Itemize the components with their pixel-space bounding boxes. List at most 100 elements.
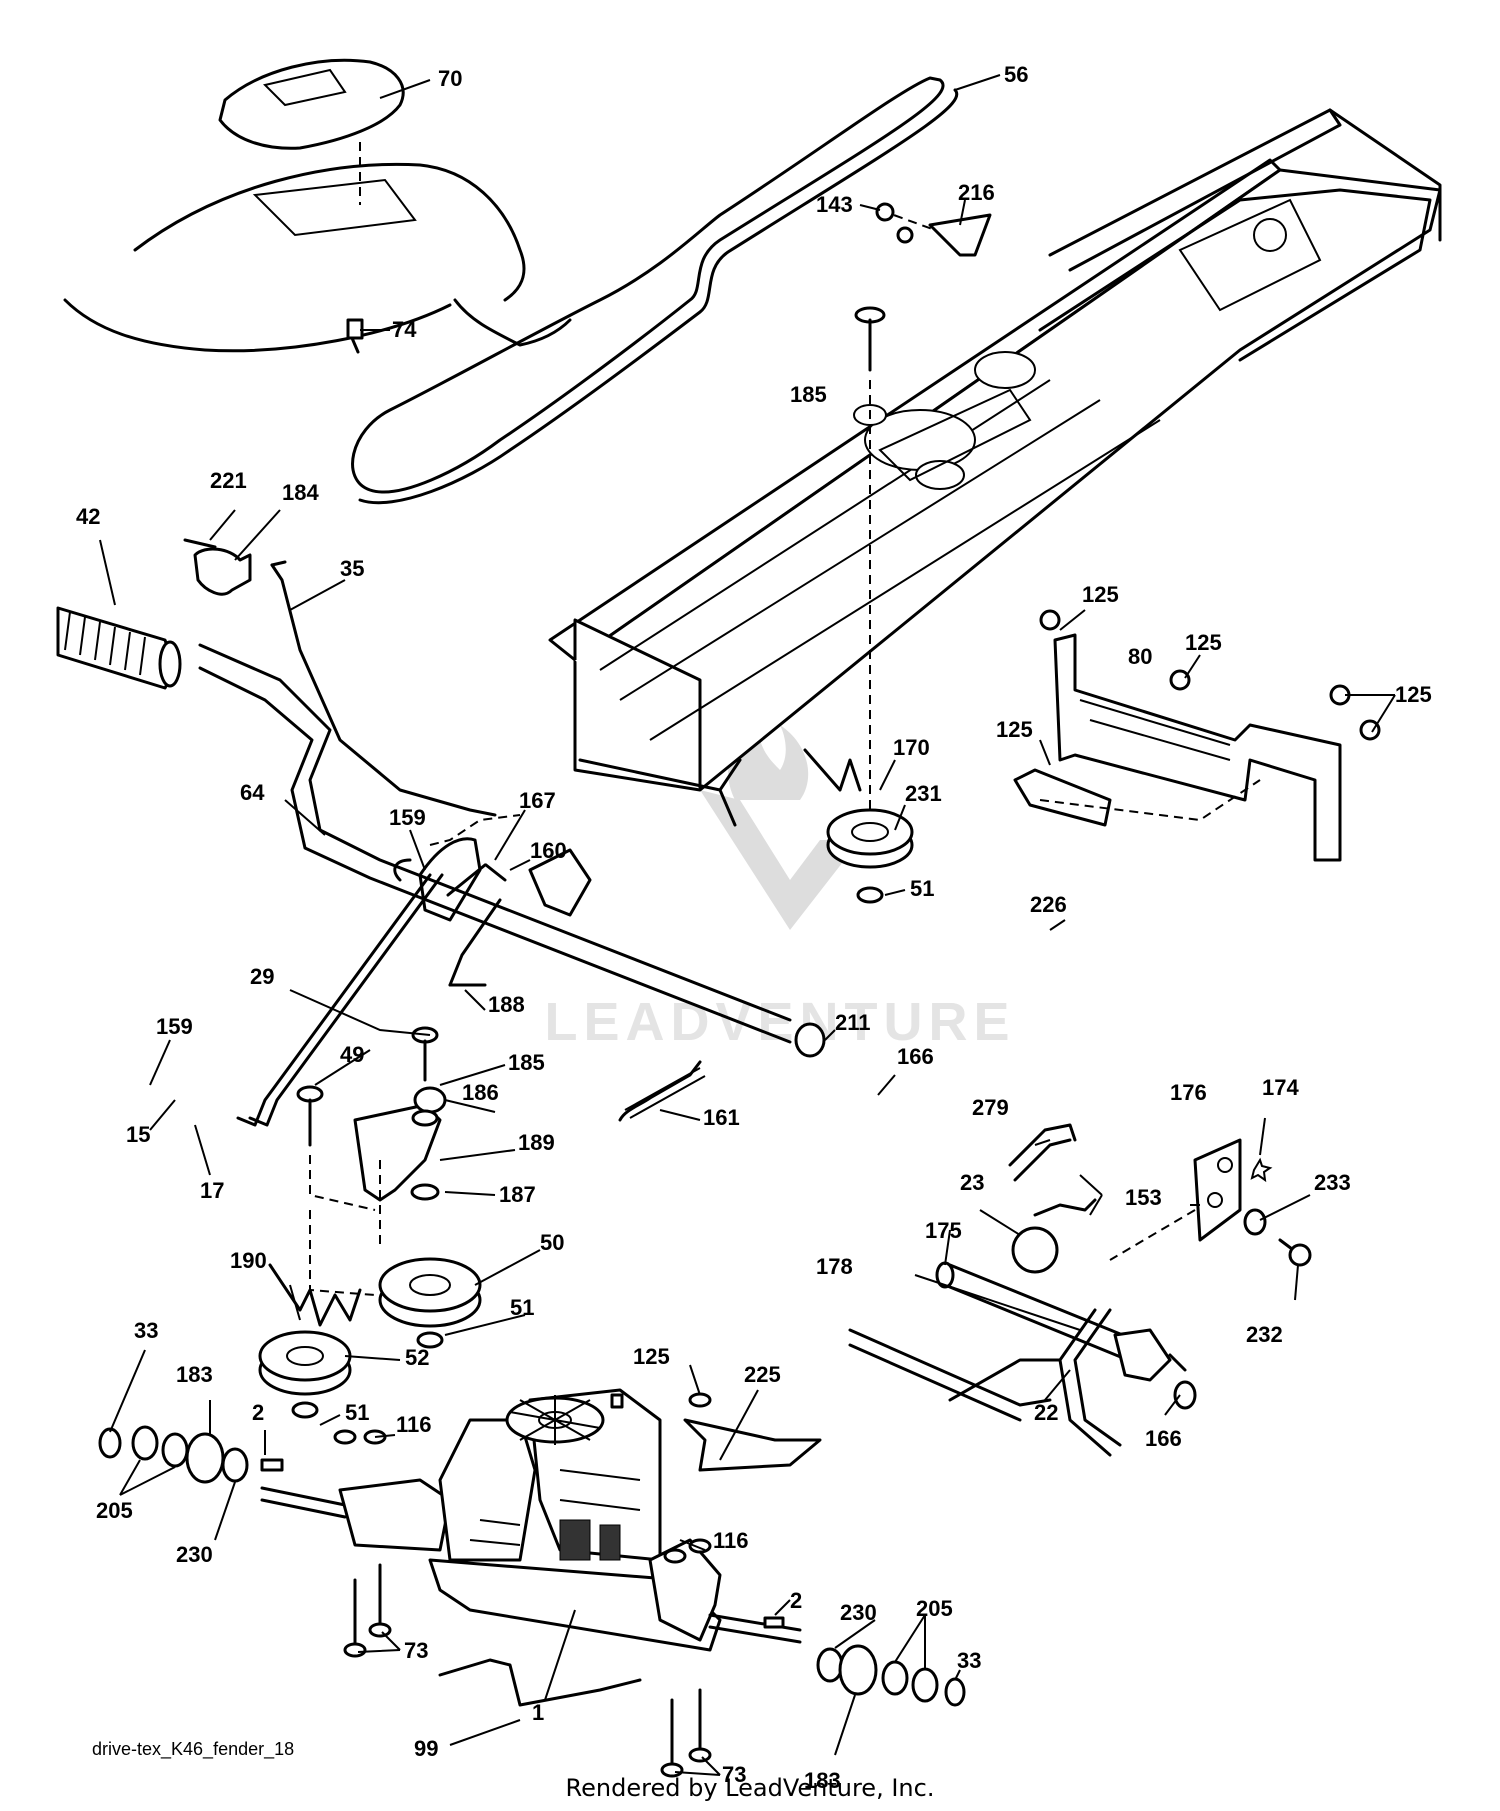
- callout-190: 190: [230, 1248, 267, 1273]
- bracket-225: [683, 1392, 822, 1472]
- transaxle-1: [260, 1388, 802, 1652]
- callout-52: 52: [405, 1345, 429, 1370]
- callout-188: 188: [488, 992, 525, 1017]
- callout-279: 279: [972, 1095, 1009, 1120]
- callout-184: 184: [282, 480, 319, 505]
- fender-part: [63, 58, 572, 354]
- callout-226: 226: [1030, 892, 1067, 917]
- pulley-52: [258, 1330, 352, 1419]
- callout-2-b: 2: [790, 1588, 802, 1613]
- drive-belt-part: [351, 76, 959, 505]
- rod-29: [236, 873, 444, 1127]
- callout-99: 99: [414, 1736, 438, 1761]
- bracket-80: [1013, 609, 1381, 862]
- callout-1: 1: [532, 1700, 544, 1725]
- bracket-189: [296, 1026, 447, 1296]
- callout-35: 35: [340, 556, 364, 581]
- ring-23: [1011, 1226, 1059, 1274]
- callout-186: 186: [462, 1080, 499, 1105]
- callout-160: 160: [530, 838, 567, 863]
- callout-170: 170: [893, 735, 930, 760]
- callout-23: 23: [960, 1170, 984, 1195]
- callout-187: 187: [499, 1182, 536, 1207]
- spring-190: [268, 1263, 362, 1327]
- watermark-logo: LEADVENTURE: [544, 720, 1015, 1052]
- shaft-175-178: [848, 1261, 1197, 1457]
- callout-167: 167: [519, 788, 556, 813]
- callout-125-d: 125: [996, 717, 1033, 742]
- callout-183-a: 183: [176, 1362, 213, 1387]
- callout-232: 232: [1246, 1322, 1283, 1347]
- rod-35: [270, 560, 497, 817]
- callout-175: 175: [925, 1218, 962, 1243]
- knob-184: [183, 538, 252, 596]
- callout-56: 56: [1004, 62, 1028, 87]
- leader-lines: [99, 74, 1396, 1776]
- callout-185-b: 185: [508, 1050, 545, 1075]
- callout-73-b: 73: [722, 1762, 746, 1787]
- diagram-caption: drive-tex_K46_fender_18: [92, 1739, 294, 1760]
- axle-hardware-left: [98, 1425, 284, 1484]
- callout-166-a: 166: [897, 1044, 934, 1069]
- bolt-185-top: [854, 306, 886, 820]
- callout-178: 178: [816, 1254, 853, 1279]
- callout-205-a: 205: [96, 1498, 133, 1523]
- callout-22: 22: [1034, 1400, 1058, 1425]
- grip-42: [56, 606, 182, 690]
- callout-51-a: 51: [910, 876, 934, 901]
- callout-230-b: 230: [840, 1600, 877, 1625]
- callout-153: 153: [1125, 1185, 1162, 1210]
- callout-51-b: 51: [510, 1295, 534, 1320]
- callout-29: 29: [250, 964, 274, 989]
- callout-labels: 70 56 143 216 74 185 221 184 42 35 125 1…: [76, 62, 1432, 1793]
- callout-125-a: 125: [1082, 582, 1119, 607]
- callout-49: 49: [340, 1042, 364, 1067]
- callout-159-b: 159: [156, 1014, 193, 1039]
- callout-225: 225: [744, 1362, 781, 1387]
- callout-230-a: 230: [176, 1542, 213, 1567]
- bracket-216: [875, 202, 992, 257]
- callout-80: 80: [1128, 644, 1152, 669]
- callout-166-b: 166: [1145, 1426, 1182, 1451]
- callout-161: 161: [703, 1105, 740, 1130]
- callout-185: 185: [790, 382, 827, 407]
- callout-125-b: 125: [1185, 630, 1222, 655]
- callout-70: 70: [438, 66, 462, 91]
- idler-pulley-231: [803, 748, 914, 904]
- callout-216: 216: [958, 180, 995, 205]
- linkage-assembly: [393, 814, 592, 922]
- callout-64: 64: [240, 780, 265, 805]
- callout-233: 233: [1314, 1170, 1351, 1195]
- callout-176: 176: [1170, 1080, 1207, 1105]
- callout-211: 211: [835, 1010, 871, 1035]
- pulley-50: [378, 1257, 482, 1349]
- callout-159-a: 159: [389, 805, 426, 830]
- watermark-text: LEADVENTURE: [544, 992, 1015, 1052]
- callout-125-e: 125: [633, 1344, 670, 1369]
- callout-33-a: 33: [134, 1318, 158, 1343]
- callout-73-a: 73: [404, 1638, 428, 1663]
- rendered-by-footer: Rendered by LeadVenture, Inc.: [566, 1774, 935, 1802]
- callout-74: 74: [392, 317, 417, 342]
- callout-189: 189: [518, 1130, 555, 1155]
- callout-42: 42: [76, 504, 100, 529]
- spring-161: [618, 1060, 706, 1122]
- callout-50: 50: [540, 1230, 564, 1255]
- callout-2-a: 2: [252, 1400, 264, 1425]
- shaft-64: [198, 643, 826, 1058]
- brake-arm-279: [1008, 1123, 1097, 1217]
- rod-188: [448, 898, 502, 987]
- callout-15: 15: [126, 1122, 150, 1147]
- callout-116-a: 116: [396, 1412, 432, 1437]
- callout-205-b: 205: [916, 1596, 953, 1621]
- callout-116-b: 116: [713, 1528, 749, 1553]
- callout-51-c: 51: [345, 1400, 369, 1425]
- callout-17: 17: [200, 1178, 224, 1203]
- rod-99: [438, 1658, 642, 1707]
- callout-33-b: 33: [957, 1648, 981, 1673]
- callout-174: 174: [1262, 1075, 1299, 1100]
- callout-231: 231: [905, 781, 942, 806]
- callout-125-c: 125: [1395, 682, 1432, 707]
- callout-221: 221: [210, 468, 247, 493]
